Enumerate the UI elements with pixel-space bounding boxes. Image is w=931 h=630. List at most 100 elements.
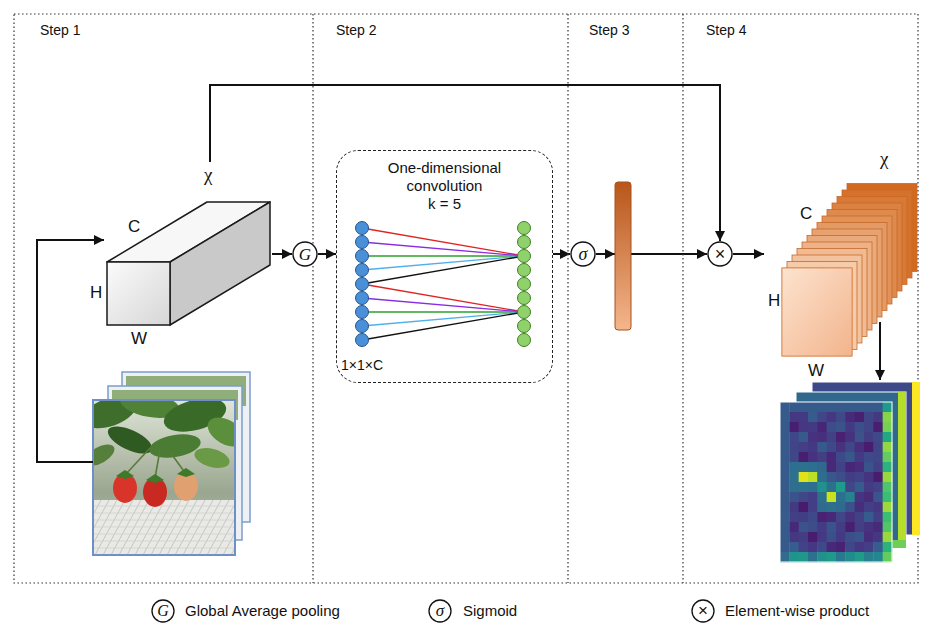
conv-neurons	[362, 298, 524, 312]
heatmap-stack	[845, 452, 855, 462]
heatmap-stack	[799, 402, 809, 412]
heatmap-stack	[883, 512, 893, 522]
cube-outline	[85, 162, 272, 352]
heatmap-stack	[864, 462, 874, 472]
heatmap-stack	[799, 552, 809, 562]
heatmap-stack	[836, 412, 846, 422]
symbol-letter: ×	[715, 245, 726, 263]
heatmap-stack	[808, 482, 818, 492]
heatmap-stack	[855, 552, 865, 562]
input-image-stack	[151, 500, 181, 555]
heatmap-stack	[873, 402, 883, 412]
step-frame	[14, 14, 918, 583]
heatmap-stack	[873, 412, 883, 422]
heatmap-stack	[817, 412, 827, 422]
heatmap-stack	[789, 482, 799, 492]
heatmap-stack	[864, 552, 874, 562]
input-image-stack	[93, 506, 235, 507]
heatmap-stack	[855, 452, 865, 462]
heatmap-stack	[836, 452, 846, 462]
heatmap-stack	[817, 402, 827, 412]
heatmap-stack	[789, 472, 799, 482]
input-image-stack	[199, 500, 229, 555]
heatmap-stack	[827, 442, 837, 452]
heatmap-stack	[845, 402, 855, 412]
step-label: Step 4	[706, 21, 746, 39]
tensor-label: χ	[204, 166, 212, 184]
stacked-cube-outline	[782, 268, 852, 356]
input-wire	[37, 240, 104, 462]
heatmap-stack	[836, 542, 846, 552]
heatmap-stack	[883, 502, 893, 512]
heatmap-stack	[808, 462, 818, 472]
heatmap-stack	[808, 442, 818, 452]
heatmap-stack	[780, 472, 790, 482]
product-symbol: ×	[707, 241, 733, 267]
heatmap-stack	[836, 522, 846, 532]
conv-neurons	[356, 334, 369, 347]
heatmap-stack	[789, 422, 799, 432]
heatmap-stack	[827, 432, 837, 442]
heatmap-stack	[836, 402, 846, 412]
dimension-label: C	[800, 205, 812, 223]
heatmap-stack	[780, 532, 790, 542]
conv-neurons	[518, 334, 531, 347]
heatmap-stack	[827, 482, 837, 492]
legend-symbols	[152, 600, 714, 622]
heatmap-stack	[873, 432, 883, 442]
weight-bar	[605, 249, 615, 259]
heatmap-stack	[845, 552, 855, 562]
stacked-cube-outline	[782, 268, 852, 356]
heatmap-stack	[864, 442, 874, 452]
heatmap-stack	[855, 412, 865, 422]
heatmap-stack	[845, 442, 855, 452]
conv-neurons	[518, 250, 531, 263]
conv-neurons	[518, 222, 531, 235]
input-image-stack	[119, 500, 149, 555]
heatmap-stack	[817, 492, 827, 502]
heatmap-stack	[873, 502, 883, 512]
heatmap-stack	[912, 382, 920, 535]
heatmap-stack	[789, 442, 799, 452]
legend-text: Element-wise product	[725, 602, 869, 620]
heatmap-stack	[883, 462, 893, 472]
heatmap-stack	[780, 482, 790, 492]
legend-symbols	[152, 600, 174, 622]
heatmap-stack	[789, 412, 799, 422]
heatmap-stack	[873, 492, 883, 502]
heatmap-stack	[845, 432, 855, 442]
heatmap-stack	[799, 492, 809, 502]
conv-neurons	[362, 228, 524, 256]
heatmap-stack	[789, 522, 799, 532]
heatmap-stack	[799, 472, 809, 482]
heatmap-stack	[817, 462, 827, 472]
heatmap-stack	[817, 532, 827, 542]
flow-arrow	[733, 253, 764, 255]
heatmap-stack	[864, 512, 874, 522]
heatmap-stack	[780, 522, 790, 532]
heatmap-stack	[836, 532, 846, 542]
heatmap-stack	[855, 462, 865, 472]
heatmap-stack	[808, 502, 818, 512]
heatmap-stack	[808, 512, 818, 522]
heatmap-stack	[873, 522, 883, 532]
heatmap-stack	[883, 482, 893, 492]
input-image-stack	[95, 500, 125, 555]
symbol-circle	[708, 242, 732, 266]
heatmap-stack	[836, 552, 846, 562]
conv-neurons	[518, 292, 531, 305]
heatmap-stack	[808, 452, 818, 462]
heatmap-stack	[780, 402, 790, 412]
heatmap-stack	[855, 492, 865, 502]
input-image-stack	[147, 431, 202, 462]
heatmap-stack	[799, 442, 809, 452]
heatmap-stack	[873, 422, 883, 432]
heatmap-stack	[799, 542, 809, 552]
input-image-stack	[223, 500, 235, 555]
heatmap-stack	[827, 512, 837, 522]
heatmap-stack	[845, 422, 855, 432]
heatmap-stack	[827, 492, 837, 502]
heatmap-stack	[836, 422, 846, 432]
step-frame	[567, 14, 568, 583]
